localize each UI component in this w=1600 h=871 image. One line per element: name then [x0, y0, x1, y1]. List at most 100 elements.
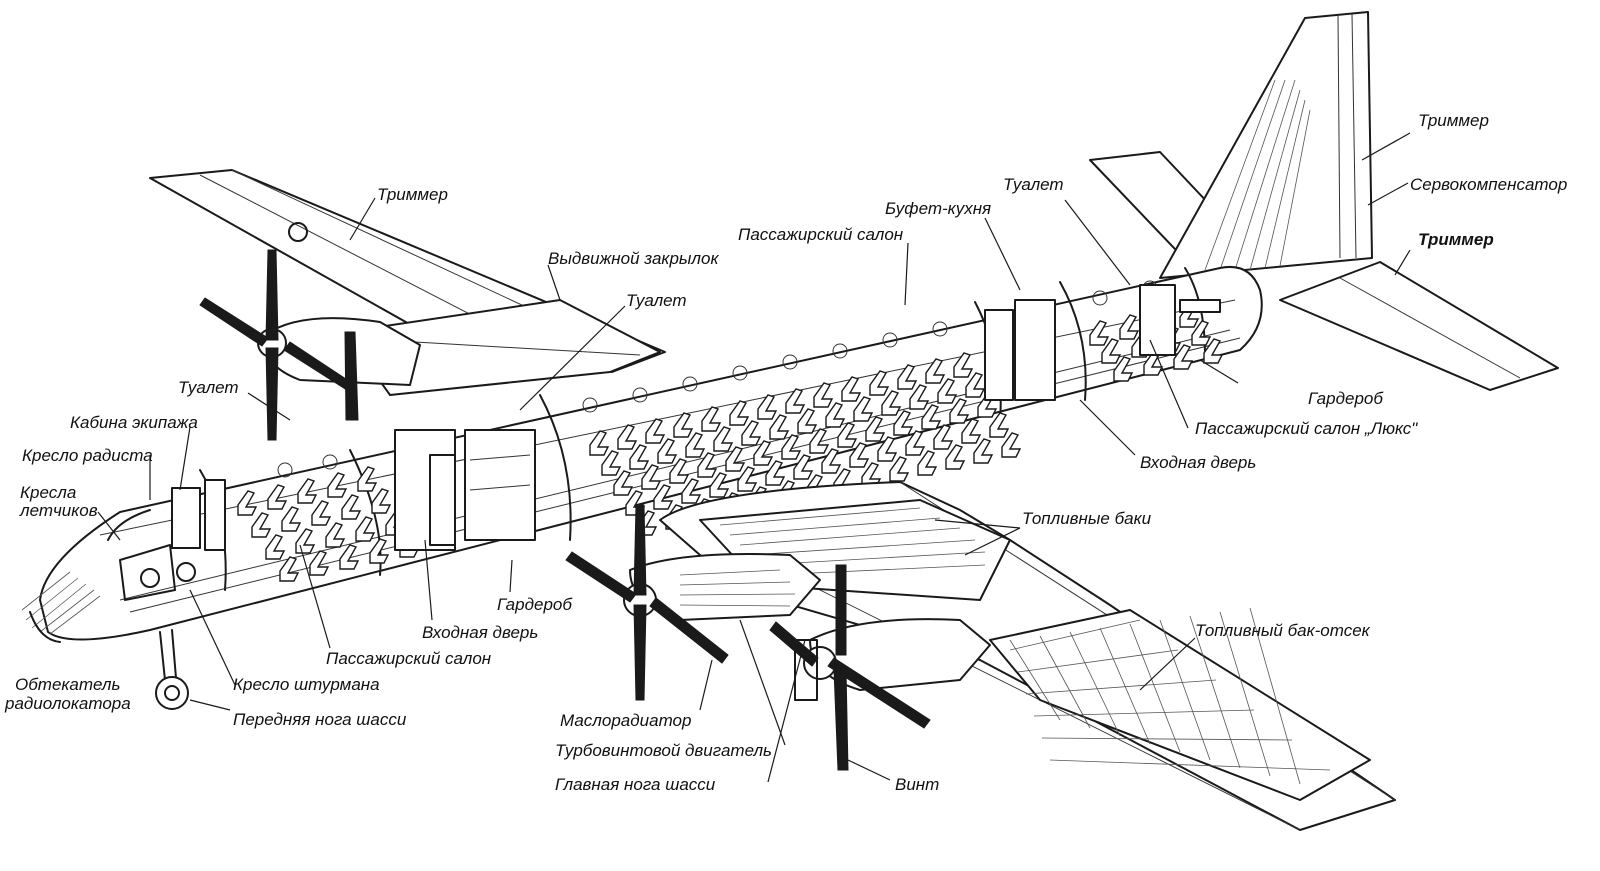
- tank-rib: [1249, 607, 1301, 785]
- passenger-seat: [961, 418, 982, 444]
- tank-rib: [1189, 615, 1241, 769]
- passenger-seat: [1191, 320, 1212, 346]
- passenger-seat: [865, 416, 886, 442]
- label-lux-salon: Пассажирский салон „Люкс": [1195, 419, 1418, 438]
- passenger-seat: [757, 394, 778, 420]
- label-toilet-rear: Туалет: [1003, 175, 1064, 194]
- inner-right-engine: [565, 504, 821, 701]
- tank-rib: [1129, 623, 1181, 753]
- passenger-seat: [989, 412, 1010, 438]
- passenger-seat: [685, 432, 706, 458]
- passenger-seat: [309, 550, 330, 576]
- passenger-seat: [797, 408, 818, 434]
- tank-rib: [1069, 631, 1121, 737]
- passenger-seat: [849, 442, 870, 468]
- tank-stringer: [1017, 649, 1179, 673]
- passenger-seat: [741, 420, 762, 446]
- passenger-seat: [925, 358, 946, 384]
- tank-stringer: [1049, 759, 1331, 771]
- passenger-seat: [905, 430, 926, 456]
- passenger-seat: [881, 390, 902, 416]
- passenger-seat: [325, 522, 346, 548]
- passenger-seat: [629, 444, 650, 470]
- passenger-seat: [945, 444, 966, 470]
- passenger-seat: [841, 376, 862, 402]
- label-oil-radiator: Маслорадиатор: [560, 711, 691, 730]
- passenger-seat: [265, 534, 286, 560]
- label-servo-compensator: Сервокомпенсатор: [1410, 175, 1567, 194]
- passenger-seat: [893, 410, 914, 436]
- label-pilot-seats-1: Кресла: [20, 483, 76, 502]
- passenger-seat: [813, 382, 834, 408]
- tank-stringer: [1009, 619, 1141, 651]
- passenger-seat: [327, 472, 348, 498]
- passenger-seat: [369, 538, 390, 564]
- passenger-seat: [701, 406, 722, 432]
- tank-stringer: [1033, 709, 1255, 717]
- passenger-seat: [371, 488, 392, 514]
- label-fuel-tank-compartment: Топливный бак-отсек: [1195, 621, 1371, 640]
- passenger-seat: [737, 466, 758, 492]
- passenger-seat: [653, 484, 674, 510]
- passenger-seat: [1119, 314, 1140, 340]
- passenger-seat: [949, 398, 970, 424]
- passenger-seat: [1113, 356, 1134, 382]
- label-toilet-mid: Туалет: [626, 291, 687, 310]
- passenger-seat: [279, 556, 300, 582]
- nose-landing-gear: [155, 629, 189, 710]
- passenger-seat: [729, 400, 750, 426]
- passenger-seat: [613, 470, 634, 496]
- passenger-seat: [657, 438, 678, 464]
- passenger-seat: [809, 428, 830, 454]
- passenger-seat: [713, 426, 734, 452]
- front-service-area: [394, 429, 536, 551]
- passenger-seat: [589, 430, 610, 456]
- label-wardrobe-rear: Гардероб: [1308, 389, 1384, 408]
- passenger-seat: [753, 440, 774, 466]
- passenger-seat: [237, 490, 258, 516]
- label-passenger-salon-front: Пассажирский салон: [326, 649, 492, 668]
- passenger-seat: [909, 384, 930, 410]
- passenger-seat: [897, 364, 918, 390]
- label-crew-cabin: Кабина экипажа: [70, 413, 198, 432]
- cockpit: [107, 479, 226, 601]
- passenger-seat: [965, 372, 986, 398]
- passenger-seat: [869, 370, 890, 396]
- passenger-seat: [877, 436, 898, 462]
- tank-rib: [1009, 639, 1061, 721]
- passenger-seat: [769, 414, 790, 440]
- label-radome-1: Обтекатель: [15, 675, 120, 694]
- vertical-fin: [1159, 11, 1373, 279]
- label-pilot-seats-2: летчиков: [19, 501, 98, 520]
- label-radome-2: радиолокатора: [4, 694, 131, 713]
- passenger-seat: [645, 418, 666, 444]
- passenger-seat: [821, 448, 842, 474]
- passenger-seat: [781, 434, 802, 460]
- passenger-seat: [853, 396, 874, 422]
- label-main-gear: Главная нога шасси: [555, 775, 716, 794]
- passenger-seat: [889, 456, 910, 482]
- passenger-seat: [673, 412, 694, 438]
- passenger-seat: [917, 450, 938, 476]
- passenger-seat: [973, 438, 994, 464]
- label-entrance-door-rear: Входная дверь: [1140, 453, 1256, 472]
- tank-stringer: [1025, 679, 1217, 695]
- passenger-seat: [339, 544, 360, 570]
- label-buffet-kitchen: Буфет-кухня: [885, 199, 991, 218]
- label-propeller: Винт: [895, 775, 939, 794]
- passenger-seat: [341, 494, 362, 520]
- right-wing: [659, 481, 1396, 831]
- rear-service-area: [984, 284, 1221, 401]
- label-turboprop-engine: Турбовинтовой двигатель: [555, 741, 772, 760]
- passenger-seat: [933, 424, 954, 450]
- passenger-seat: [267, 484, 288, 510]
- passenger-seat: [669, 458, 690, 484]
- passenger-seat: [355, 516, 376, 542]
- passenger-seat: [681, 478, 702, 504]
- passenger-seat: [297, 478, 318, 504]
- label-nose-gear: Передняя нога шасси: [233, 710, 407, 729]
- passenger-seat: [1101, 338, 1122, 364]
- passenger-seat: [641, 464, 662, 490]
